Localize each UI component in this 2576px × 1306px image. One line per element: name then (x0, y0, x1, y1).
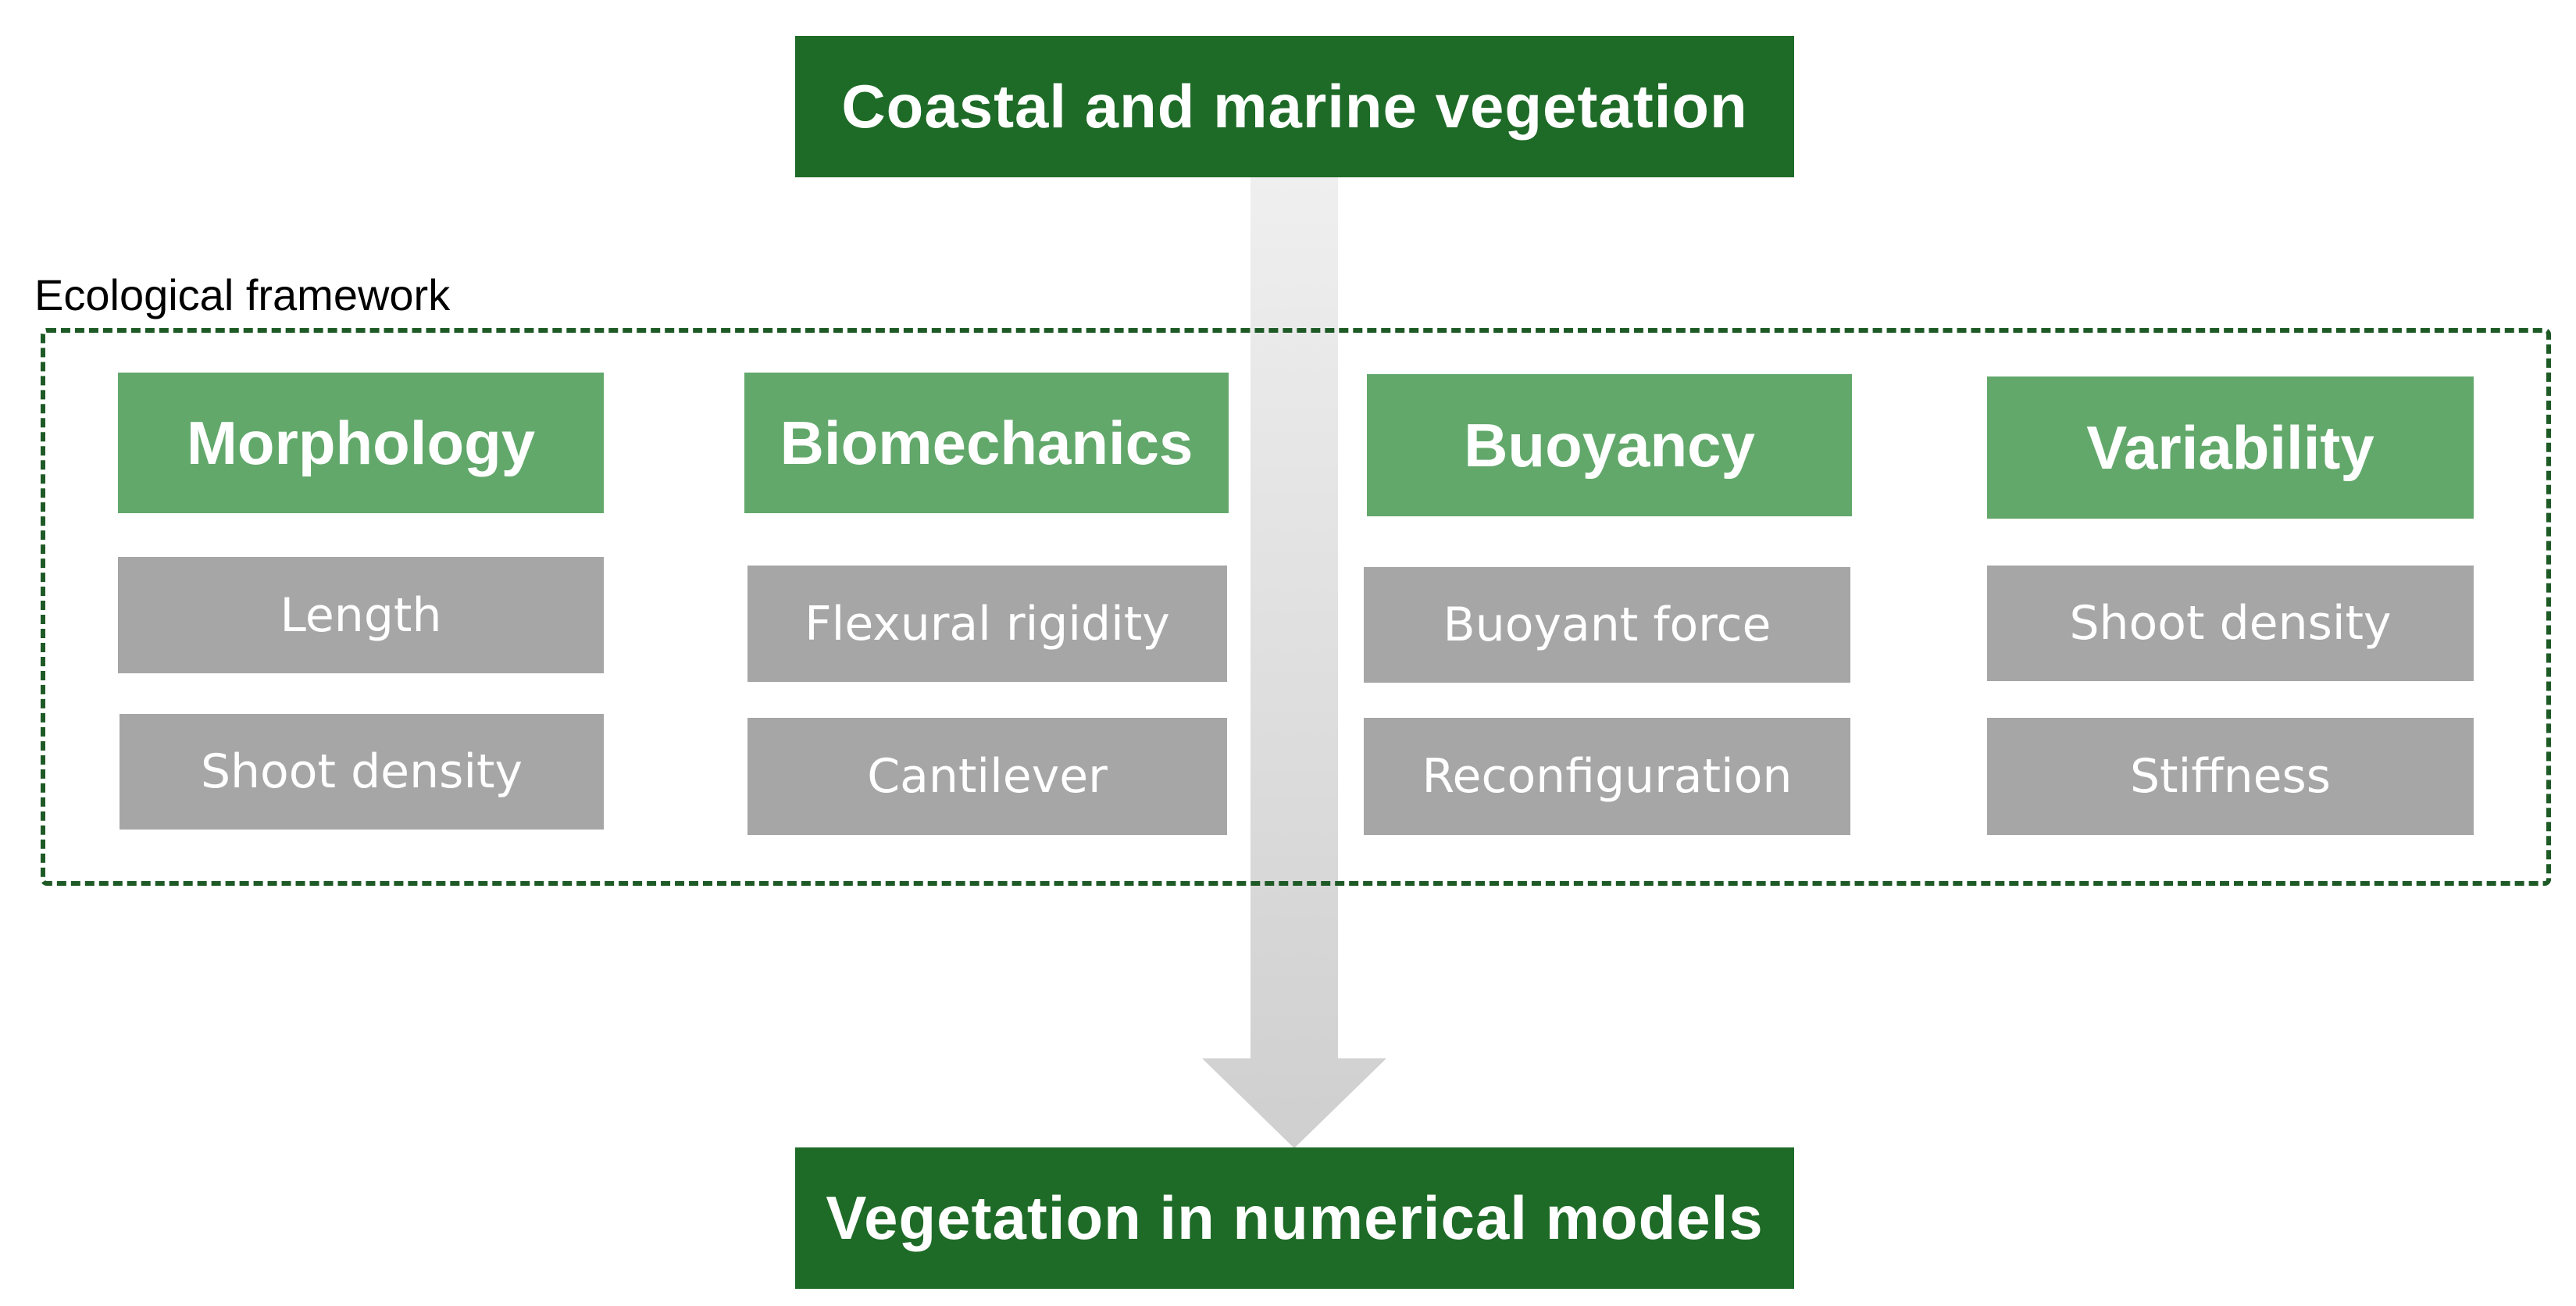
heading-morphology: Morphology (118, 373, 604, 513)
framework-frame (41, 328, 2551, 886)
arrow-shape (1202, 176, 1386, 1148)
heading-variability-label: Variability (2086, 412, 2374, 482)
heading-biomechanics-label: Biomechanics (780, 408, 1193, 477)
source-box: Coastal and marine vegetation (795, 36, 1794, 177)
item-cantilever: Cantilever (747, 718, 1227, 835)
item-length-label: Length (280, 587, 442, 643)
target-box: Vegetation in numerical models (795, 1147, 1794, 1289)
source-box-label: Coastal and marine vegetation (841, 72, 1748, 141)
item-stiffness: Stiffness (1987, 718, 2474, 835)
item-shoot-density-morphology: Shoot density (120, 714, 604, 830)
item-shoot-density-variability-label: Shoot density (2069, 596, 2392, 651)
heading-buoyancy-label: Buoyancy (1464, 410, 1755, 480)
item-reconfiguration: Reconfiguration (1364, 718, 1850, 835)
heading-biomechanics: Biomechanics (744, 373, 1229, 513)
item-buoyant-force-label: Buoyant force (1443, 598, 1771, 652)
item-cantilever-label: Cantilever (867, 749, 1108, 804)
target-box-label: Vegetation in numerical models (826, 1183, 1764, 1252)
item-length: Length (118, 557, 604, 673)
heading-buoyancy: Buoyancy (1367, 374, 1852, 516)
heading-variability: Variability (1987, 376, 2474, 519)
item-flexural-rigidity-label: Flexural rigidity (805, 596, 1170, 651)
item-shoot-density-variability: Shoot density (1987, 566, 2474, 681)
item-flexural-rigidity: Flexural rigidity (747, 566, 1227, 682)
item-stiffness-label: Stiffness (2129, 749, 2332, 804)
framework-label: Ecological framework (34, 270, 451, 319)
item-shoot-density-morphology-label: Shoot density (200, 744, 523, 799)
heading-morphology-label: Morphology (186, 408, 536, 477)
item-buoyant-force: Buoyant force (1364, 567, 1850, 683)
item-reconfiguration-label: Reconfiguration (1422, 749, 1793, 804)
